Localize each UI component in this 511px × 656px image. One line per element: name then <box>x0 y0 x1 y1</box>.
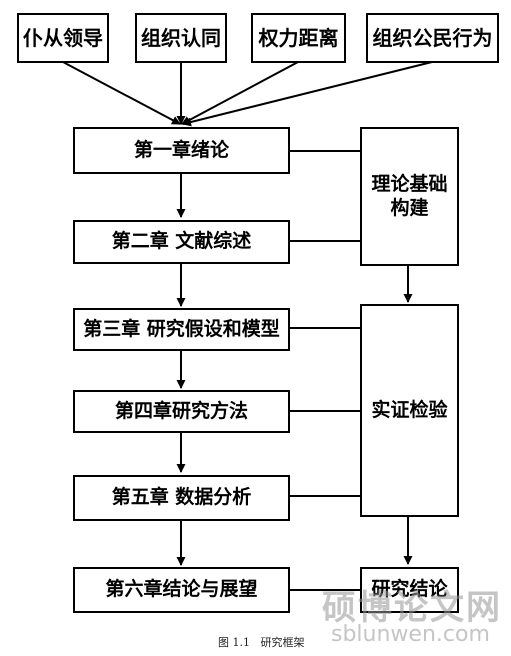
figure-caption: 图 1.1 研究框架 <box>218 636 305 649</box>
theory-label-line-1: 理论基础 <box>371 172 448 195</box>
input-box-ocb: 组织公民行为 <box>366 13 499 63</box>
chapter-label: 第一章绪论 <box>133 138 229 161</box>
chapter-label: 第六章结论与展望 <box>105 578 258 601</box>
empirical-testing-box: 实证检验 <box>360 304 459 517</box>
arrow-input-3-to-ch1 <box>181 61 299 125</box>
input-box-power-distance: 权力距离 <box>251 13 346 63</box>
chapter-label: 第四章研究方法 <box>114 399 248 422</box>
chapter-label: 第二章 文献综述 <box>111 230 252 253</box>
chapter-2-box: 第二章 文献综述 <box>73 220 290 264</box>
conclusion-label: 研究结论 <box>371 578 448 601</box>
input-label: 组织公民行为 <box>372 25 493 50</box>
input-label: 权力距离 <box>258 25 339 50</box>
theory-label-line-2: 构建 <box>390 196 429 219</box>
chapter-label: 第五章 数据分析 <box>111 486 252 509</box>
chapter-label: 第三章 研究假设和模型 <box>83 317 280 340</box>
arrow-input-4-to-ch1 <box>182 61 433 127</box>
chapter-6-box: 第六章结论与展望 <box>73 567 290 613</box>
input-label: 仆从领导 <box>23 25 103 50</box>
arrow-input-1-to-ch1 <box>62 61 181 125</box>
chapter-3-box: 第三章 研究假设和模型 <box>73 308 290 351</box>
research-conclusion-box: 研究结论 <box>360 567 459 613</box>
input-box-organizational-identification: 组织认同 <box>135 13 227 63</box>
input-label: 组织认同 <box>141 25 221 50</box>
theory-building-box: 理论基础 构建 <box>360 127 459 266</box>
chapter-5-box: 第五章 数据分析 <box>73 475 290 521</box>
input-box-servant-leadership: 仆从领导 <box>17 13 109 63</box>
empirical-label: 实证检验 <box>371 398 448 421</box>
chapter-4-box: 第四章研究方法 <box>73 390 290 433</box>
chapter-1-box: 第一章绪论 <box>73 127 290 174</box>
